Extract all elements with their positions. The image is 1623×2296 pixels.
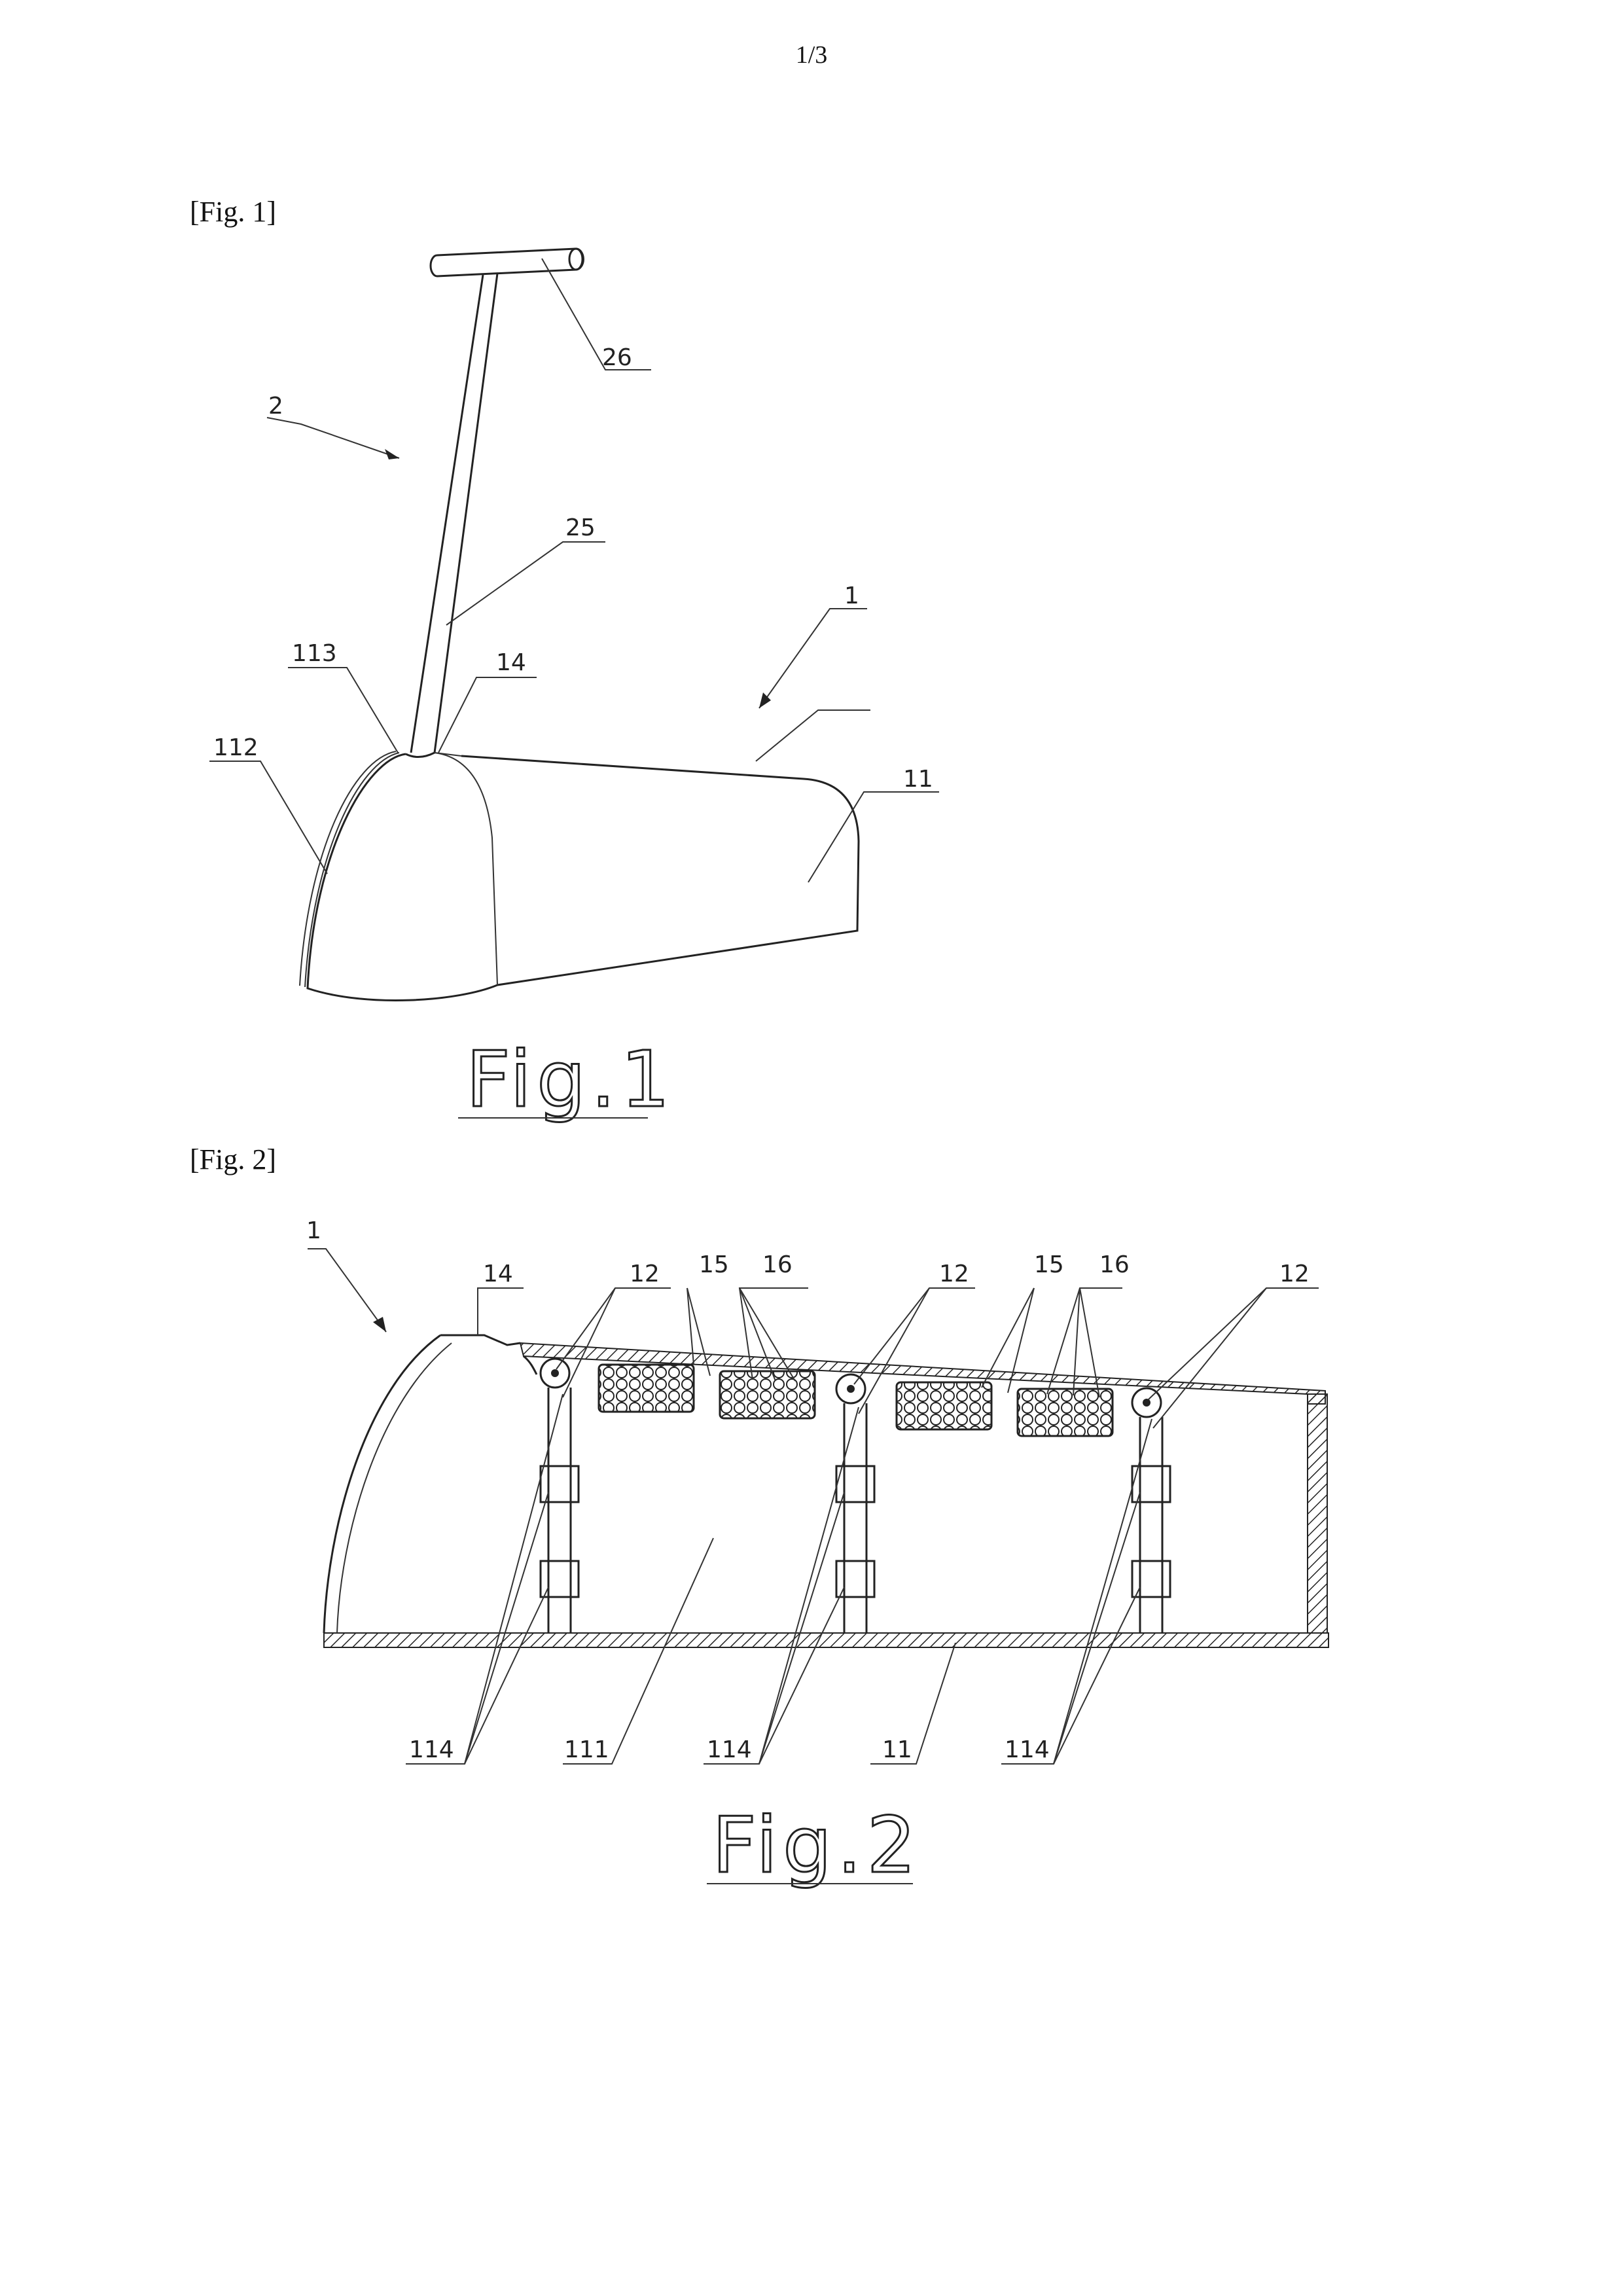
fig2-ref-114b: 114 [707,1736,752,1763]
fig1-ref-1: 1 [844,583,859,609]
fig2-ref-114c: 114 [1005,1736,1050,1763]
fig2-ref-14: 14 [483,1261,513,1287]
fig1-drawing: 26 2 25 1 113 14 112 11 Fig.1 [209,249,939,1124]
handle-mount-14 [440,1335,520,1345]
fig2-ref-16b: 16 [1099,1251,1130,1278]
fig1-ref-14: 14 [496,649,526,676]
fig2-drawing: 1 14 12 15 16 12 15 16 12 114 111 114 11… [306,1217,1329,1890]
fig1-ref-25: 25 [565,514,596,541]
fig2-ref-15a: 15 [699,1251,729,1278]
handle-grip [431,249,583,276]
body-shell [300,751,859,1001]
fig1-ref-112: 112 [213,734,259,761]
fig2-ref-11: 11 [882,1736,912,1763]
fig2-ref-12c: 12 [1279,1261,1310,1287]
fig2-ref-1: 1 [306,1217,321,1244]
fig2-ref-15b: 15 [1034,1251,1064,1278]
fig1-ref-26: 26 [602,344,632,371]
right-wall [1308,1394,1327,1633]
fig1-caption: Fig.1 [466,1034,675,1124]
fig2-ref-111: 111 [564,1736,609,1763]
fig2-ref-16a: 16 [762,1251,793,1278]
handle-shaft [411,274,497,753]
column-assembly-middle [836,1374,874,1633]
fig1-ref-113: 113 [292,640,337,667]
column-assembly-right [1132,1388,1170,1633]
fig2-ref-12a: 12 [630,1261,660,1287]
fig2-ref-114a: 114 [409,1736,454,1763]
fig1-ref-11: 11 [903,766,933,793]
fig1-ref-2: 2 [268,393,283,420]
fig2-ref-12b: 12 [939,1261,969,1287]
fig1-leaders: 26 2 25 1 113 14 112 11 [209,259,939,882]
bottom-wall [324,1633,1329,1647]
fig2-caption: Fig.2 [712,1800,921,1890]
fig2-leaders: 1 14 12 15 16 12 15 16 12 114 111 114 11… [306,1217,1319,1764]
